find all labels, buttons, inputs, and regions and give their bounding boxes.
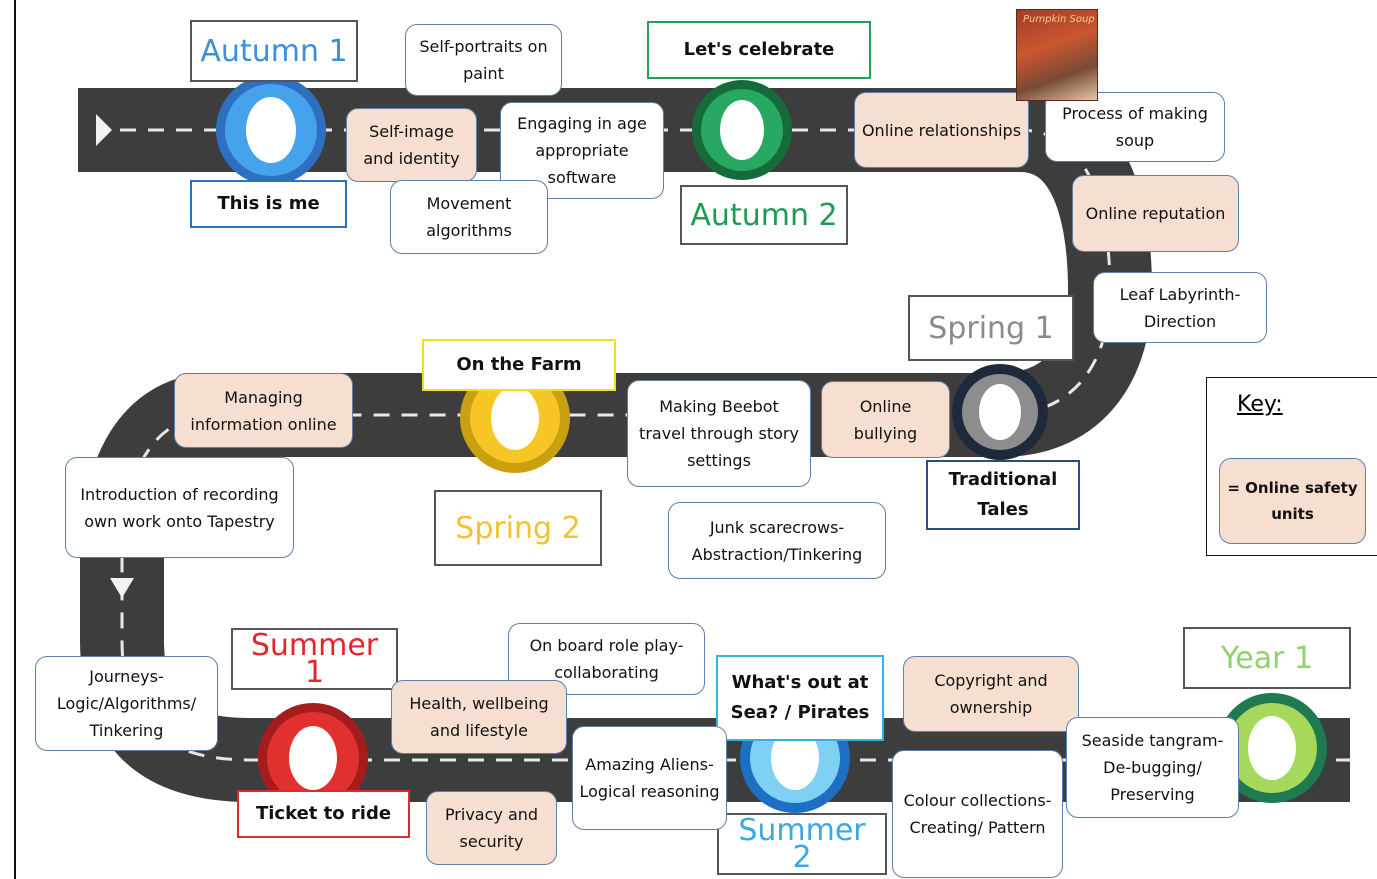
term-spring1: Spring 1	[908, 295, 1074, 361]
key-online-safety-swatch: = Online safety units	[1219, 458, 1366, 544]
road-down-arrow-icon	[110, 578, 134, 598]
unit-process-soup: Process of making soup	[1045, 92, 1225, 162]
theme-lets-celebrate: Let's celebrate	[647, 21, 871, 79]
left-border-line	[14, 0, 16, 879]
theme-traditional-tales: Traditional Tales	[926, 460, 1080, 530]
unit-copyright: Copyright and ownership	[903, 656, 1079, 732]
term-summer1: Summer 1	[231, 628, 398, 690]
road-start-arrow-icon	[96, 114, 112, 146]
term-spring2: Spring 2	[434, 490, 602, 566]
unit-leaf-labyrinth: Leaf Labyrinth- Direction	[1093, 272, 1267, 343]
term-summer2: Summer 2	[717, 813, 887, 875]
autumn1-marker	[216, 75, 326, 185]
unit-online-reputation: Online reputation	[1072, 175, 1239, 252]
unit-junk-scarecrows: Junk scarecrows- Abstraction/Tinkering	[668, 502, 886, 579]
unit-beebot: Making Beebot travel through story setti…	[627, 380, 811, 487]
theme-on-the-farm: On the Farm	[422, 339, 616, 391]
year1-marker	[1217, 693, 1327, 803]
unit-managing-info: Managing information online	[174, 373, 353, 448]
unit-amazing-aliens: Amazing Aliens- Logical reasoning	[572, 726, 727, 830]
unit-movement-algorithms: Movement algorithms	[390, 180, 548, 254]
unit-journeys: Journeys- Logic/Algorithms/ Tinkering	[35, 656, 218, 751]
theme-this-is-me: This is me	[190, 180, 347, 228]
legend-key: Key: = Online safety units	[1206, 377, 1377, 556]
unit-privacy: Privacy and security	[426, 791, 557, 865]
theme-whats-out-at-sea: What's out at Sea? / Pirates	[716, 655, 884, 741]
term-autumn2: Autumn 2	[680, 185, 848, 245]
unit-self-portraits: Self-portraits on paint	[405, 24, 562, 96]
unit-intro-tapestry: Introduction of recording own work onto …	[65, 457, 294, 558]
key-title: Key:	[1237, 392, 1283, 417]
term-autumn1: Autumn 1	[190, 20, 358, 82]
autumn2-marker	[692, 80, 792, 180]
unit-colour-collections: Colour collections- Creating/ Pattern	[892, 750, 1063, 878]
unit-seaside-tangram: Seaside tangram- De-bugging/ Preserving	[1066, 717, 1239, 818]
summer1-marker	[258, 703, 368, 813]
unit-online-bullying: Online bullying	[821, 381, 950, 458]
term-year1: Year 1	[1183, 627, 1351, 689]
unit-self-image: Self-image and identity	[346, 108, 477, 182]
unit-online-relationships: Online relationships	[854, 92, 1029, 168]
theme-ticket-to-ride: Ticket to ride	[237, 790, 410, 838]
pumpkin-soup-book-image: Pumpkin Soup	[1016, 9, 1098, 101]
unit-health: Health, wellbeing and lifestyle	[391, 680, 567, 754]
spring1-marker	[952, 364, 1048, 460]
